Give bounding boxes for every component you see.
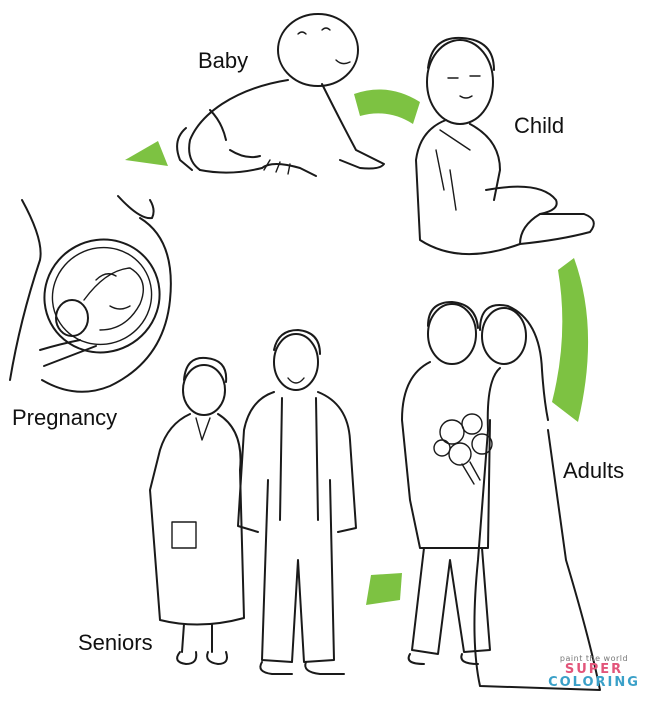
pregnancy-illustration [10, 196, 180, 392]
label-pregnancy: Pregnancy [12, 405, 117, 431]
seniors-illustration [150, 330, 356, 674]
arrow-adults-to-seniors [366, 573, 402, 605]
label-seniors: Seniors [78, 630, 153, 656]
arrow-child-to-adults [552, 258, 588, 422]
watermark-logo: paint the world SUPER COLORING [548, 654, 640, 689]
baby-illustration [177, 14, 384, 176]
label-baby: Baby [198, 48, 248, 74]
arrow-baby-to-child [354, 90, 420, 125]
label-child: Child [514, 113, 564, 139]
child-illustration [416, 38, 594, 254]
watermark-word-2: COLORING [548, 676, 640, 689]
arrow-pregnancy-to-baby [125, 141, 168, 166]
label-adults: Adults [563, 458, 624, 484]
